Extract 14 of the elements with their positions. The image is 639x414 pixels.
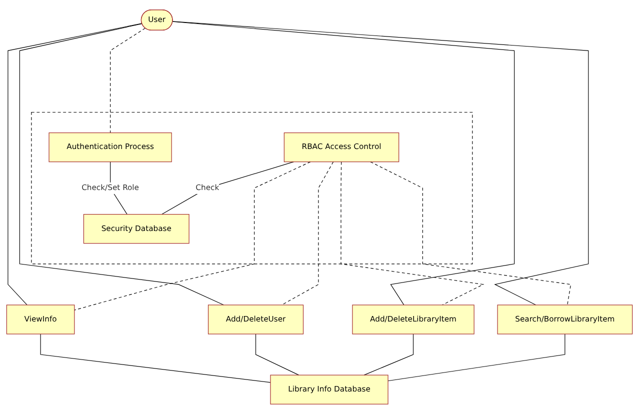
connector — [40, 334, 271, 383]
connector — [110, 28, 146, 134]
connector — [340, 162, 484, 306]
connector — [388, 334, 566, 382]
connector — [370, 162, 572, 306]
connector — [364, 334, 414, 376]
connector — [8, 23, 142, 306]
connector — [172, 21, 589, 306]
connector — [172, 21, 515, 306]
connector — [281, 162, 334, 306]
connector — [161, 162, 294, 215]
connector — [19, 23, 224, 306]
connector — [255, 334, 300, 376]
cluster — [31, 112, 473, 264]
